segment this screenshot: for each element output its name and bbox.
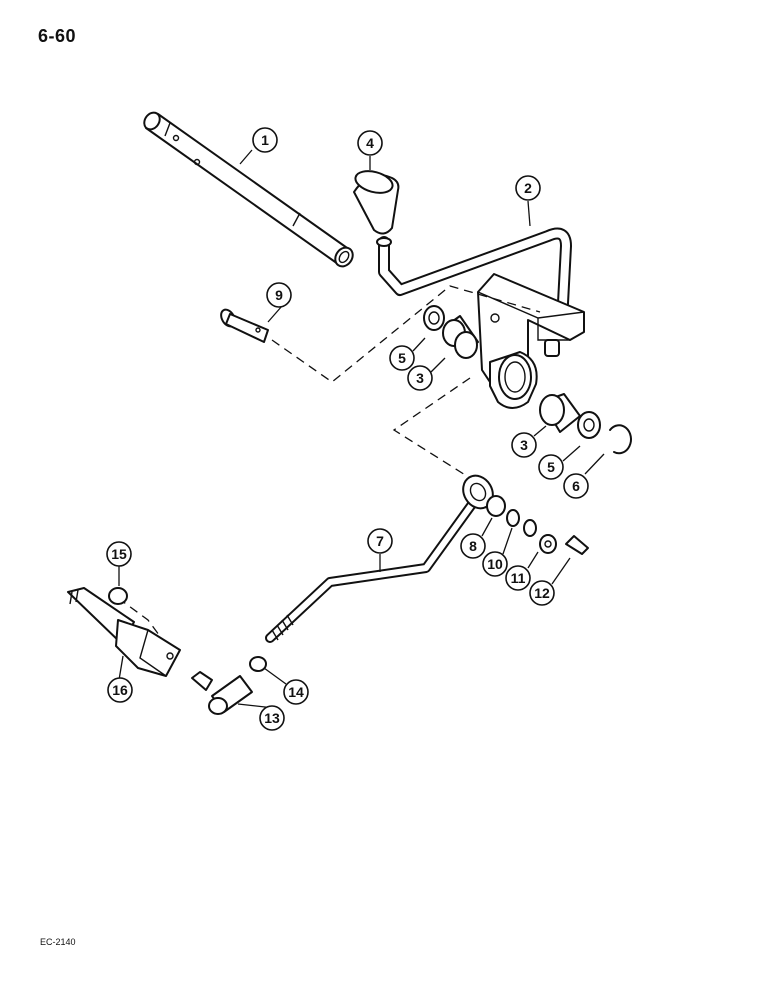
callout-14: 14 (283, 679, 309, 705)
part-bushing-upper (442, 315, 479, 359)
callout-label: 16 (112, 682, 128, 698)
callout-label: 6 (572, 478, 580, 494)
part-washer-11 (539, 534, 557, 554)
part-washer-lower (577, 411, 601, 439)
part-bushing-lower (539, 393, 581, 433)
part-knob (353, 170, 400, 235)
part-lever-shaft (67, 587, 181, 677)
part-ball-joint (191, 671, 253, 715)
callout-2: 2 (515, 175, 541, 201)
part-nut-14 (249, 656, 267, 672)
callout-1: 1 (252, 127, 278, 153)
page-number: 6-60 (38, 26, 77, 46)
leader-lines (118, 149, 605, 709)
callout-6: 6 (563, 473, 589, 499)
callout-label: 15 (111, 546, 127, 562)
callout-3-upper: 3 (407, 365, 433, 391)
callout-10: 10 (482, 551, 508, 577)
part-shift-lever (376, 227, 572, 328)
callout-label: 2 (524, 180, 532, 196)
callout-label: 5 (547, 459, 555, 475)
callout-4: 4 (357, 130, 383, 156)
dashed-line-rod (392, 377, 471, 479)
callout-13: 13 (259, 705, 285, 731)
callout-label: 10 (487, 556, 503, 572)
callout-12: 12 (529, 580, 555, 606)
part-snap-ring (609, 424, 632, 455)
callout-label: 9 (275, 287, 283, 303)
part-bracket (477, 273, 585, 409)
callout-5-upper: 5 (389, 345, 415, 371)
callout-3-lower: 3 (511, 432, 537, 458)
callout-11: 11 (505, 565, 531, 591)
callout-label: 11 (511, 570, 526, 586)
callout-label: 12 (534, 585, 550, 601)
part-washer-small-a (506, 509, 520, 527)
callout-label: 3 (416, 370, 424, 386)
callout-16: 16 (107, 677, 133, 703)
callout-15: 15 (106, 541, 132, 567)
part-bushing-small (486, 495, 506, 517)
callout-label: 3 (520, 437, 528, 453)
callout-7: 7 (367, 528, 393, 554)
callout-label: 1 (261, 132, 269, 148)
part-shaft (143, 111, 354, 268)
part-washer-small-b (523, 519, 537, 537)
callout-label: 4 (366, 135, 374, 151)
part-nut-15 (108, 587, 128, 605)
figure-code: EC-2140 (40, 937, 76, 947)
callout-label: 14 (288, 684, 304, 700)
callout-label: 5 (398, 350, 406, 366)
callout-5-lower: 5 (538, 454, 564, 480)
part-washer-upper (423, 305, 445, 331)
callout-label: 8 (469, 538, 477, 554)
callout-label: 13 (264, 710, 280, 726)
callout-8: 8 (460, 533, 486, 559)
part-pin (220, 308, 269, 343)
dashed-line-pin (271, 285, 541, 383)
callout-label: 7 (376, 533, 384, 549)
callout-9: 9 (266, 282, 292, 308)
part-cotter-pin (565, 535, 589, 555)
